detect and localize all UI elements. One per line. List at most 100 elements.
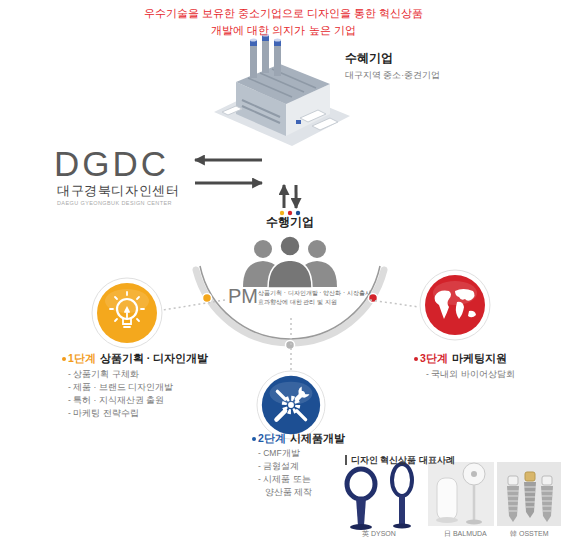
circle-shape [97,283,157,343]
factory-illustration [248,69,316,97]
balmuda-products [473,485,476,521]
factory-illustration [274,40,281,76]
flow-arrow [195,182,262,185]
stage-item: - 마케팅 전략수립 [68,407,139,420]
factory-illustration [296,120,301,124]
dotted-connector [290,318,292,370]
stage-title: 상품기획 · 디자인개발 [100,352,208,364]
osstem-implants [507,486,519,522]
person-icons [280,236,300,256]
performing-company: 수행기업PM상품기획 · 디자인개발 · 양산화 · 시장출시 효과향상에 대한… [225,208,370,318]
balmuda-products [428,462,494,526]
case-title-bar [345,455,347,465]
stage-heading: 2단계 시제품개발 [252,432,345,444]
label: 디자인 혁신상품 대표사례 [351,455,455,465]
pm-arc [203,294,212,303]
logo-wordmark: DGDC [54,145,169,183]
pm-arc [196,270,384,343]
flow-arrow [195,159,262,162]
stage-circle: 1단계상품기획 · 디자인개발- 상품기획 구체화- 제품 · 브랜드 디자인개… [91,277,163,349]
pm-description: 상품기획 · 디자인개발 · 양산화 · 시장출시 효과향상에 대한 관리 및 … [258,288,383,306]
circle-shape [456,302,464,319]
stage-item: - 국내외 바이어상담회 [426,368,515,381]
circle-shape [91,277,163,349]
circle-shape [123,308,131,327]
balmuda-products [436,517,458,523]
stage-number: 2단계 [258,432,286,444]
stage-item: - CMF개발 [258,447,300,460]
factory-illustration [214,34,350,147]
pm-arc [286,341,295,350]
stage-heading: 3단계 마케팅지원 [414,352,507,364]
circle-shape [110,292,144,321]
factory-illustration [300,110,326,122]
dotted-connector [370,300,419,307]
dyson-fan [350,524,372,530]
circle-shape [435,291,452,319]
dyson-fan [399,495,405,525]
circle-shape [288,402,294,408]
balmuda-products [466,520,482,525]
flow-arrow [295,185,298,208]
node-heading: 수행기업 [217,215,362,229]
status-dots [288,211,292,215]
bullet-dot [62,357,66,361]
circle-shape [420,270,490,340]
balmuda-products [463,463,485,485]
osstem-implants [507,491,519,511]
flow-arrow [283,185,286,208]
stage-title: 시제품개발 [290,432,345,444]
osstem-implants [524,487,536,507]
circle-shape [419,269,491,341]
osstem-implants [525,472,535,481]
stage-item: - 제품 · 브랜드 디자인개발 [68,381,173,394]
factory-illustration [250,40,257,78]
stage-number: 1단계 [68,352,96,364]
dyson-fan [347,464,412,530]
stage-item: - 상품기획 구체화 [68,368,139,381]
factory-illustration [222,106,242,115]
node-heading: 수혜기업 [345,51,393,65]
stage-title: 마케팅지원 [452,352,507,364]
osstem-implants [497,462,561,526]
label: 韓 OSSTEM [510,529,549,538]
factory-illustration [274,39,281,42]
logo-english: DAEGU GYEONGBUK DESIGN CENTER [57,200,172,206]
osstem-implants [508,476,518,485]
balmuda-products [428,462,494,526]
factory-illustration [242,100,280,123]
person-icons [254,240,272,258]
label: 英 DYSON [362,529,396,538]
balmuda-products [437,478,457,520]
dyson-fan [347,469,375,499]
stage-number: 3단계 [420,352,448,364]
dyson-fan [356,498,366,526]
bullet-dot [252,437,256,441]
beneficiary-company: 수혜기업대구지역 중소·중견기업 [262,42,338,185]
osstem-implants [541,491,553,511]
stage-circle: 2단계시제품개발- CMF개발- 금형설계- 시제품 또는 양산품 제작 [256,370,326,440]
person-icons [268,260,312,288]
stage-heading: 1단계 상품기획 · 디자인개발 [62,352,208,364]
osstem-implants [524,482,536,518]
status-dots [296,211,300,215]
pm-mark: PM [228,285,258,307]
factory-illustration [250,39,257,42]
osstem-implants [542,476,552,485]
circle-shape [257,371,325,439]
osstem-implants [497,462,561,526]
circle-shape [425,275,485,335]
stage-item: - 시제품 또는 양산품 제작 [258,473,327,499]
status-dots [280,211,284,215]
person-icons [308,240,326,258]
person-icons [243,236,337,288]
logo-korean: 대구경북디자인센터 [57,184,179,198]
circle-shape [256,370,326,440]
circle-shape [455,289,475,301]
osstem-implants [541,486,553,522]
balmuda-products [471,471,477,477]
circle-shape [276,393,302,419]
